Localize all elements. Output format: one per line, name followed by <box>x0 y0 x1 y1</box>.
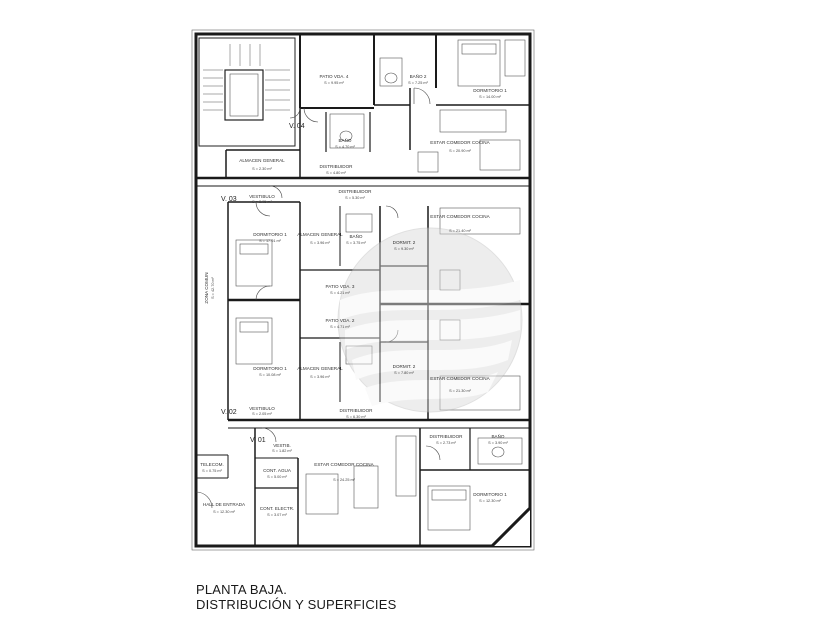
room-area: S = 4.80 m² <box>326 171 346 175</box>
room-name: PATIO VDA. 3 <box>326 284 355 289</box>
room-area: S = 5.00 m² <box>267 475 287 479</box>
room-name: CONT. ELECTR. <box>260 506 294 511</box>
room-name: DORMIT. 2 <box>393 364 416 369</box>
room-name: ALMACEN GENERAL <box>239 158 285 163</box>
room-area: S = 3.96 m² <box>310 375 330 379</box>
entrance-label: V. 04 <box>289 123 305 130</box>
room-name: DORMITORIO 1 <box>253 366 287 371</box>
room-area: S = 4.71 m² <box>330 325 350 329</box>
room-area: S = 7.25 m² <box>408 81 428 85</box>
room-area: S = 9.95 m² <box>324 81 344 85</box>
room-name: HALL DE ENTRADA <box>203 502 246 507</box>
room-name: ESTAR COMEDOR COCINA <box>430 140 490 145</box>
room-name: DISTRIBUIDOR <box>430 434 464 439</box>
room-area: S = 0.75 m² <box>202 469 222 473</box>
room-area: S = 3.07 m² <box>267 513 287 517</box>
room-name: ESTAR COMEDOR COCINA <box>430 214 490 219</box>
room-area: S = 42.70 m² <box>211 276 215 299</box>
room-area: S = 2.73 m² <box>436 441 456 445</box>
room-name: PATIO VDA. 4 <box>320 74 349 79</box>
room-name: ESTAR COMEDOR COCINA <box>314 462 374 467</box>
room-area: S = 2.05 m² <box>252 200 272 204</box>
entrance-label: V. 01 <box>250 437 266 444</box>
entrance-label: V. 02 <box>221 409 237 416</box>
room-area: S = 20.90 m² <box>449 149 472 153</box>
room-name: BAÑO 2 <box>410 73 427 79</box>
interior-walls <box>196 34 530 546</box>
room-name: BAÑO <box>349 233 362 239</box>
room-name: DISTRIBUIDOR <box>320 164 354 169</box>
room-name: VESTIBULO <box>249 194 275 199</box>
room-name: DORMIT. 2 <box>393 240 416 245</box>
room-area: S = 21.30 m² <box>449 389 472 393</box>
room-name: PATIO VDA. 2 <box>326 318 355 323</box>
furniture <box>235 39 526 531</box>
plan-title: PLANTA BAJA. <box>196 582 288 597</box>
room-name: DISTRIBUIDOR <box>339 189 373 194</box>
room-area: S = 4.70 m² <box>335 145 355 149</box>
entrance-markers: V. 04 V. 03 V. 02 V. 01 <box>221 123 305 444</box>
room-name: DISTRIBUIDOR <box>340 408 374 413</box>
entrance-label: V. 03 <box>221 196 237 203</box>
room-name: ESTAR COMEDOR COCINA <box>430 376 490 381</box>
room-name: CONT. AGUA <box>263 468 292 473</box>
room-area: S = 3.75 m² <box>346 241 366 245</box>
room-name: DORMITORIO 1 <box>253 232 287 237</box>
room-area: S = 14.00 m² <box>479 95 502 99</box>
room-area: S = 2.30 m² <box>252 167 272 171</box>
room-area: S = 3.96 m² <box>310 241 330 245</box>
room-name: VESTIBULO <box>249 406 275 411</box>
room-name: ALMACEN GENERAL <box>297 232 343 237</box>
room-name: DORMITORIO 1 <box>473 492 507 497</box>
room-area: S = 12.30 m² <box>479 499 502 503</box>
room-name: BAÑO <box>338 137 351 143</box>
room-name: ZONA COMUN <box>204 272 209 303</box>
room-name: ALMACEN GENERAL <box>297 366 343 371</box>
room-area: S = 6.30 m² <box>346 415 366 419</box>
room-area: S = 7.80 m² <box>394 371 414 375</box>
room-area: S = 2.05 m² <box>252 412 272 416</box>
room-area: S = 21.40 m² <box>449 229 472 233</box>
outer-walls <box>191 29 535 551</box>
room-name: VESTIB. <box>273 443 291 448</box>
room-name: DORMITORIO 1 <box>473 88 507 93</box>
room-name: TELECOM. <box>200 462 223 467</box>
room-area: S = 17.01 m² <box>259 239 282 243</box>
room-area: S = 12.30 m² <box>213 510 236 514</box>
stair-block <box>198 37 296 147</box>
room-area: S = 1.82 m² <box>272 449 292 453</box>
room-area: S = 3.90 m² <box>488 441 508 445</box>
plan-subtitle: DISTRIBUCIÓN Y SUPERFICIES <box>196 597 397 612</box>
room-labels: PATIO VDA. 4 S = 9.95 m² BAÑO 2 S = 7.25… <box>200 73 508 517</box>
room-area: S = 10.08 m² <box>259 373 282 377</box>
room-area: S = 5.30 m² <box>345 196 365 200</box>
room-area: S = 24.25 m² <box>333 478 356 482</box>
room-area: S = 4.21 m² <box>330 291 350 295</box>
watermark-logo <box>337 227 523 413</box>
room-area: S = 9.30 m² <box>394 247 414 251</box>
room-name: BAÑO <box>491 433 504 439</box>
